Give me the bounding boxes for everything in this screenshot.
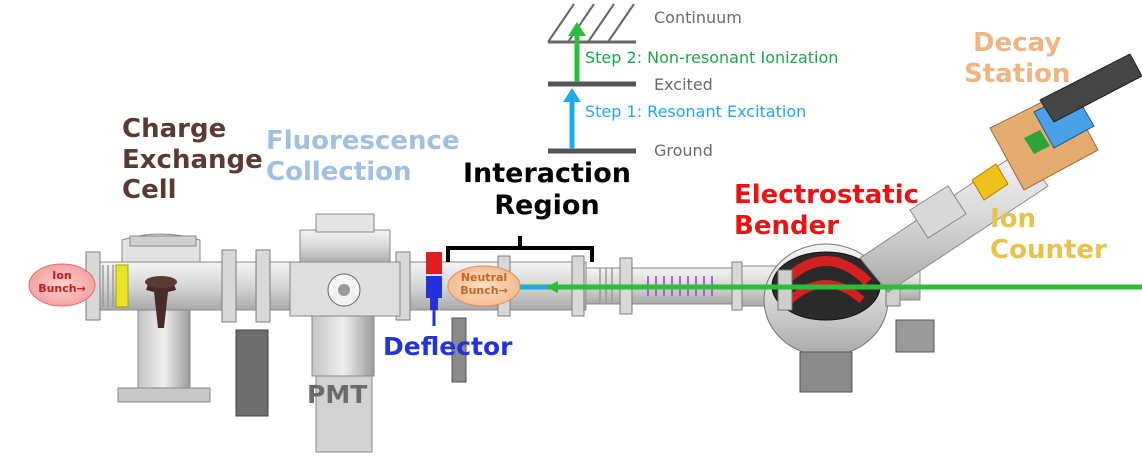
label-line: Neutral [460, 271, 508, 284]
label-line: Charge [122, 114, 227, 144]
label-line: Station [964, 58, 1071, 89]
neutral-bunch [447, 265, 521, 307]
excited-label: Excited [654, 75, 713, 94]
decay-station-label: Decay Station [964, 28, 1070, 89]
label-line: Bender [734, 210, 840, 241]
label-line: Bunch→ [38, 281, 86, 295]
deflector-plates [426, 252, 442, 310]
support-post [451, 317, 467, 383]
energy-level-diagram [547, 3, 636, 154]
label-line: Ion [990, 204, 1037, 234]
continuum-hatching [547, 3, 635, 43]
ion-counter-label: Ion Counter [990, 204, 1107, 265]
beamline-arrowhead [546, 281, 558, 293]
neutral-bunch-label: Neutral Bunch→ [452, 271, 516, 297]
charge-exchange-cell [117, 233, 269, 417]
label-line: Ion [52, 269, 72, 282]
fluorescence-collection-label: Fluorescence Collection [266, 126, 460, 187]
label-line: Cell [122, 175, 177, 206]
continuum-label: Continuum [654, 8, 742, 27]
label-line: Region [494, 189, 600, 221]
charge-exchange-cell-label: Charge Exchange Cell [122, 114, 263, 206]
pmt-label: PMT [307, 380, 368, 409]
label-line: Exchange [122, 144, 263, 175]
fluorescence-chamber [289, 213, 401, 453]
label-line: Decay [973, 28, 1062, 58]
label-line: Interaction [463, 158, 631, 189]
step2-label: Step 2: Non-resonant Ionization [585, 48, 839, 67]
label-line: Counter [990, 234, 1107, 265]
electrostatic-bender-label: Electrostatic Bender [734, 180, 919, 241]
label-line: Bunch→ [460, 283, 508, 297]
interaction-region-label: Interaction Region [463, 158, 631, 222]
ground-label: Ground [654, 141, 713, 160]
step1-label: Step 1: Resonant Excitation [585, 102, 807, 121]
label-line: Fluorescence [266, 126, 460, 156]
interaction-region-bracket [446, 246, 594, 262]
deflector-label: Deflector [383, 332, 513, 361]
step2-arrow [568, 22, 586, 82]
label-line: Collection [266, 156, 412, 187]
diagonal-beamline [859, 53, 1142, 293]
ion-bunch-label: Ion Bunch→ [32, 269, 92, 295]
ion-bunch [28, 263, 96, 307]
label-line: Electrostatic [734, 180, 920, 210]
step1-arrow [563, 88, 581, 149]
